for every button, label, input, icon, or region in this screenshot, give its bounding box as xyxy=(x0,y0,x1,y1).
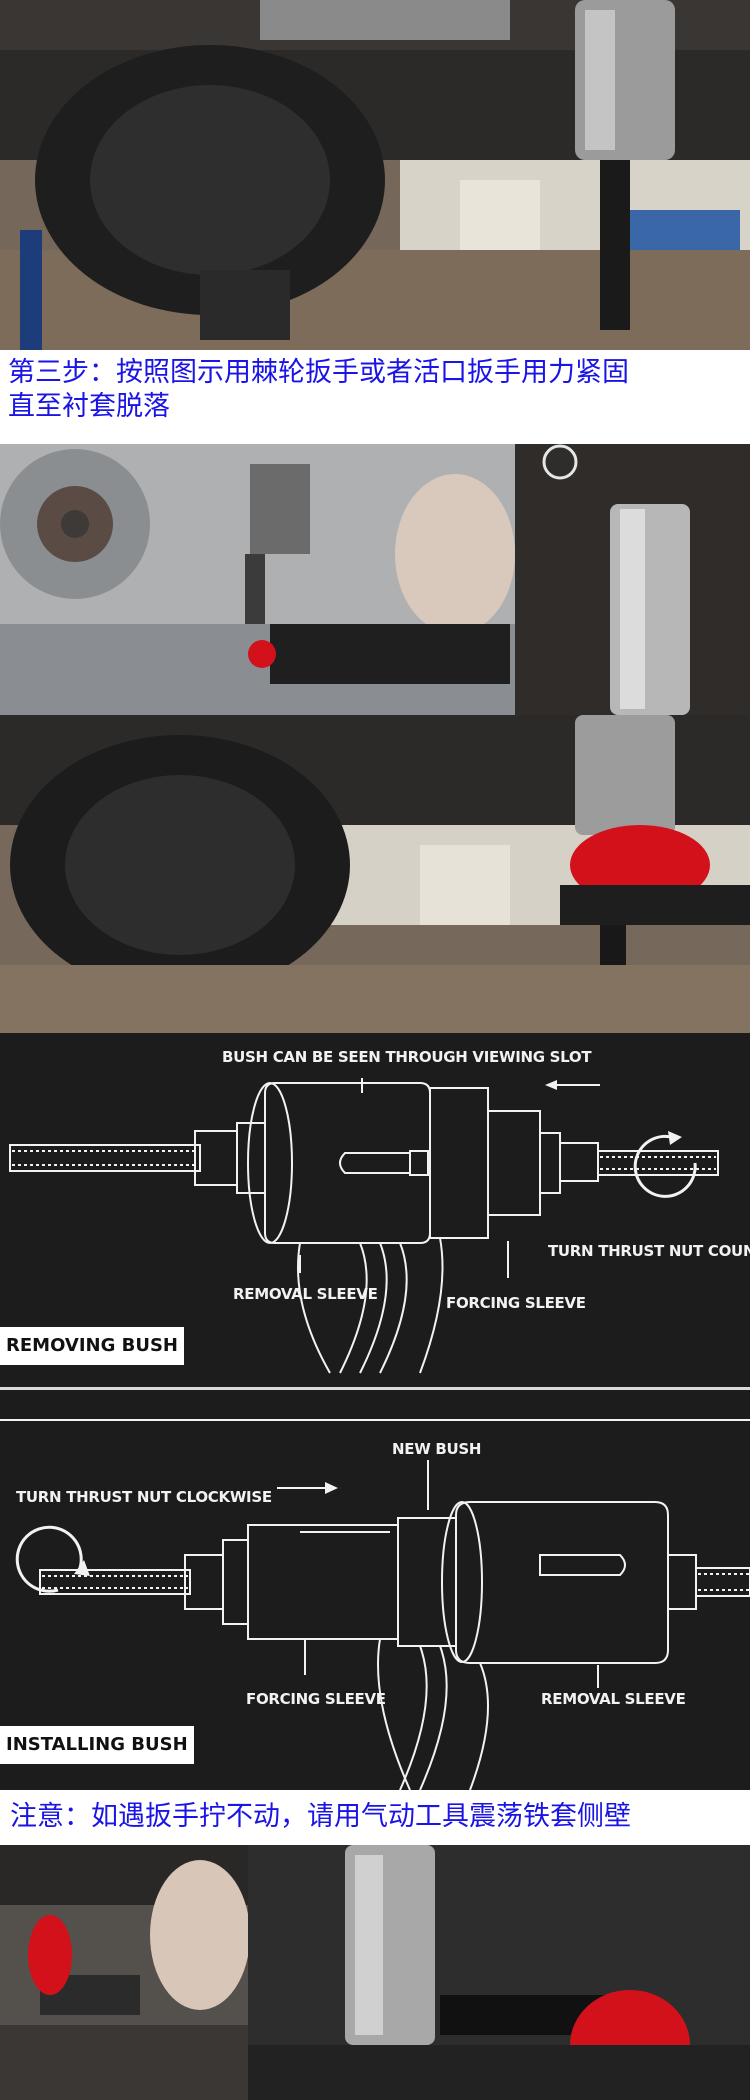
label-viewing-slot: BUSH CAN BE SEEN THROUGH VIEWING SLOT xyxy=(222,1048,592,1066)
label-forcing-sleeve: FORCING SLEEVE xyxy=(446,1294,586,1312)
photo-car-underside-tool xyxy=(0,0,750,350)
step3-caption-line1: 第三步：按照图示用棘轮扳手或者活口扳手用力紧固 xyxy=(8,357,629,388)
label-turn-nut-counterclockwise: TURN THRUST NUT COUNTERCL xyxy=(548,1242,750,1260)
installing-bush-diagram: NEW BUSH TURN THRUST NUT CLOCKWISE FORCI… xyxy=(0,1390,750,1790)
photo-pneumatic-image xyxy=(0,1845,750,2100)
photo-pneumatic-tool xyxy=(0,1845,750,2100)
note-caption: 注意：如遇扳手拧不动，请用气动工具震荡铁套侧壁 xyxy=(0,1792,750,1850)
removing-bush-drawing xyxy=(9,1078,719,1374)
installing-bush-drawing xyxy=(0,1419,750,1790)
label-forcing-sleeve: FORCING SLEEVE xyxy=(246,1690,386,1708)
photo-mechanic-image xyxy=(0,444,750,715)
photo-mechanic-tool xyxy=(0,444,750,715)
photo-car-underside-image xyxy=(0,0,750,350)
label-new-bush: NEW BUSH xyxy=(392,1440,482,1458)
label-removal-sleeve: REMOVAL SLEEVE xyxy=(233,1285,378,1303)
removing-bush-diagram: BUSH CAN BE SEEN THROUGH VIEWING SLOT RE… xyxy=(0,1033,750,1387)
label-removal-sleeve: REMOVAL SLEEVE xyxy=(541,1690,686,1708)
photo-wrench-underside xyxy=(0,715,750,1033)
installing-bush-tag: INSTALLING BUSH xyxy=(0,1726,194,1764)
diagram-divider xyxy=(0,1387,750,1390)
note-caption-text: 注意：如遇扳手拧不动，请用气动工具震荡铁套侧壁 xyxy=(10,1801,631,1832)
step3-caption: 第三步：按照图示用棘轮扳手或者活口扳手用力紧固 直至衬套脱落 xyxy=(0,356,750,442)
step3-caption-line2: 直至衬套脱落 xyxy=(8,391,170,422)
removing-bush-tag: REMOVING BUSH xyxy=(0,1327,184,1365)
label-turn-nut-clockwise: TURN THRUST NUT CLOCKWISE xyxy=(16,1488,272,1506)
photo-wrench-image xyxy=(0,715,750,1033)
